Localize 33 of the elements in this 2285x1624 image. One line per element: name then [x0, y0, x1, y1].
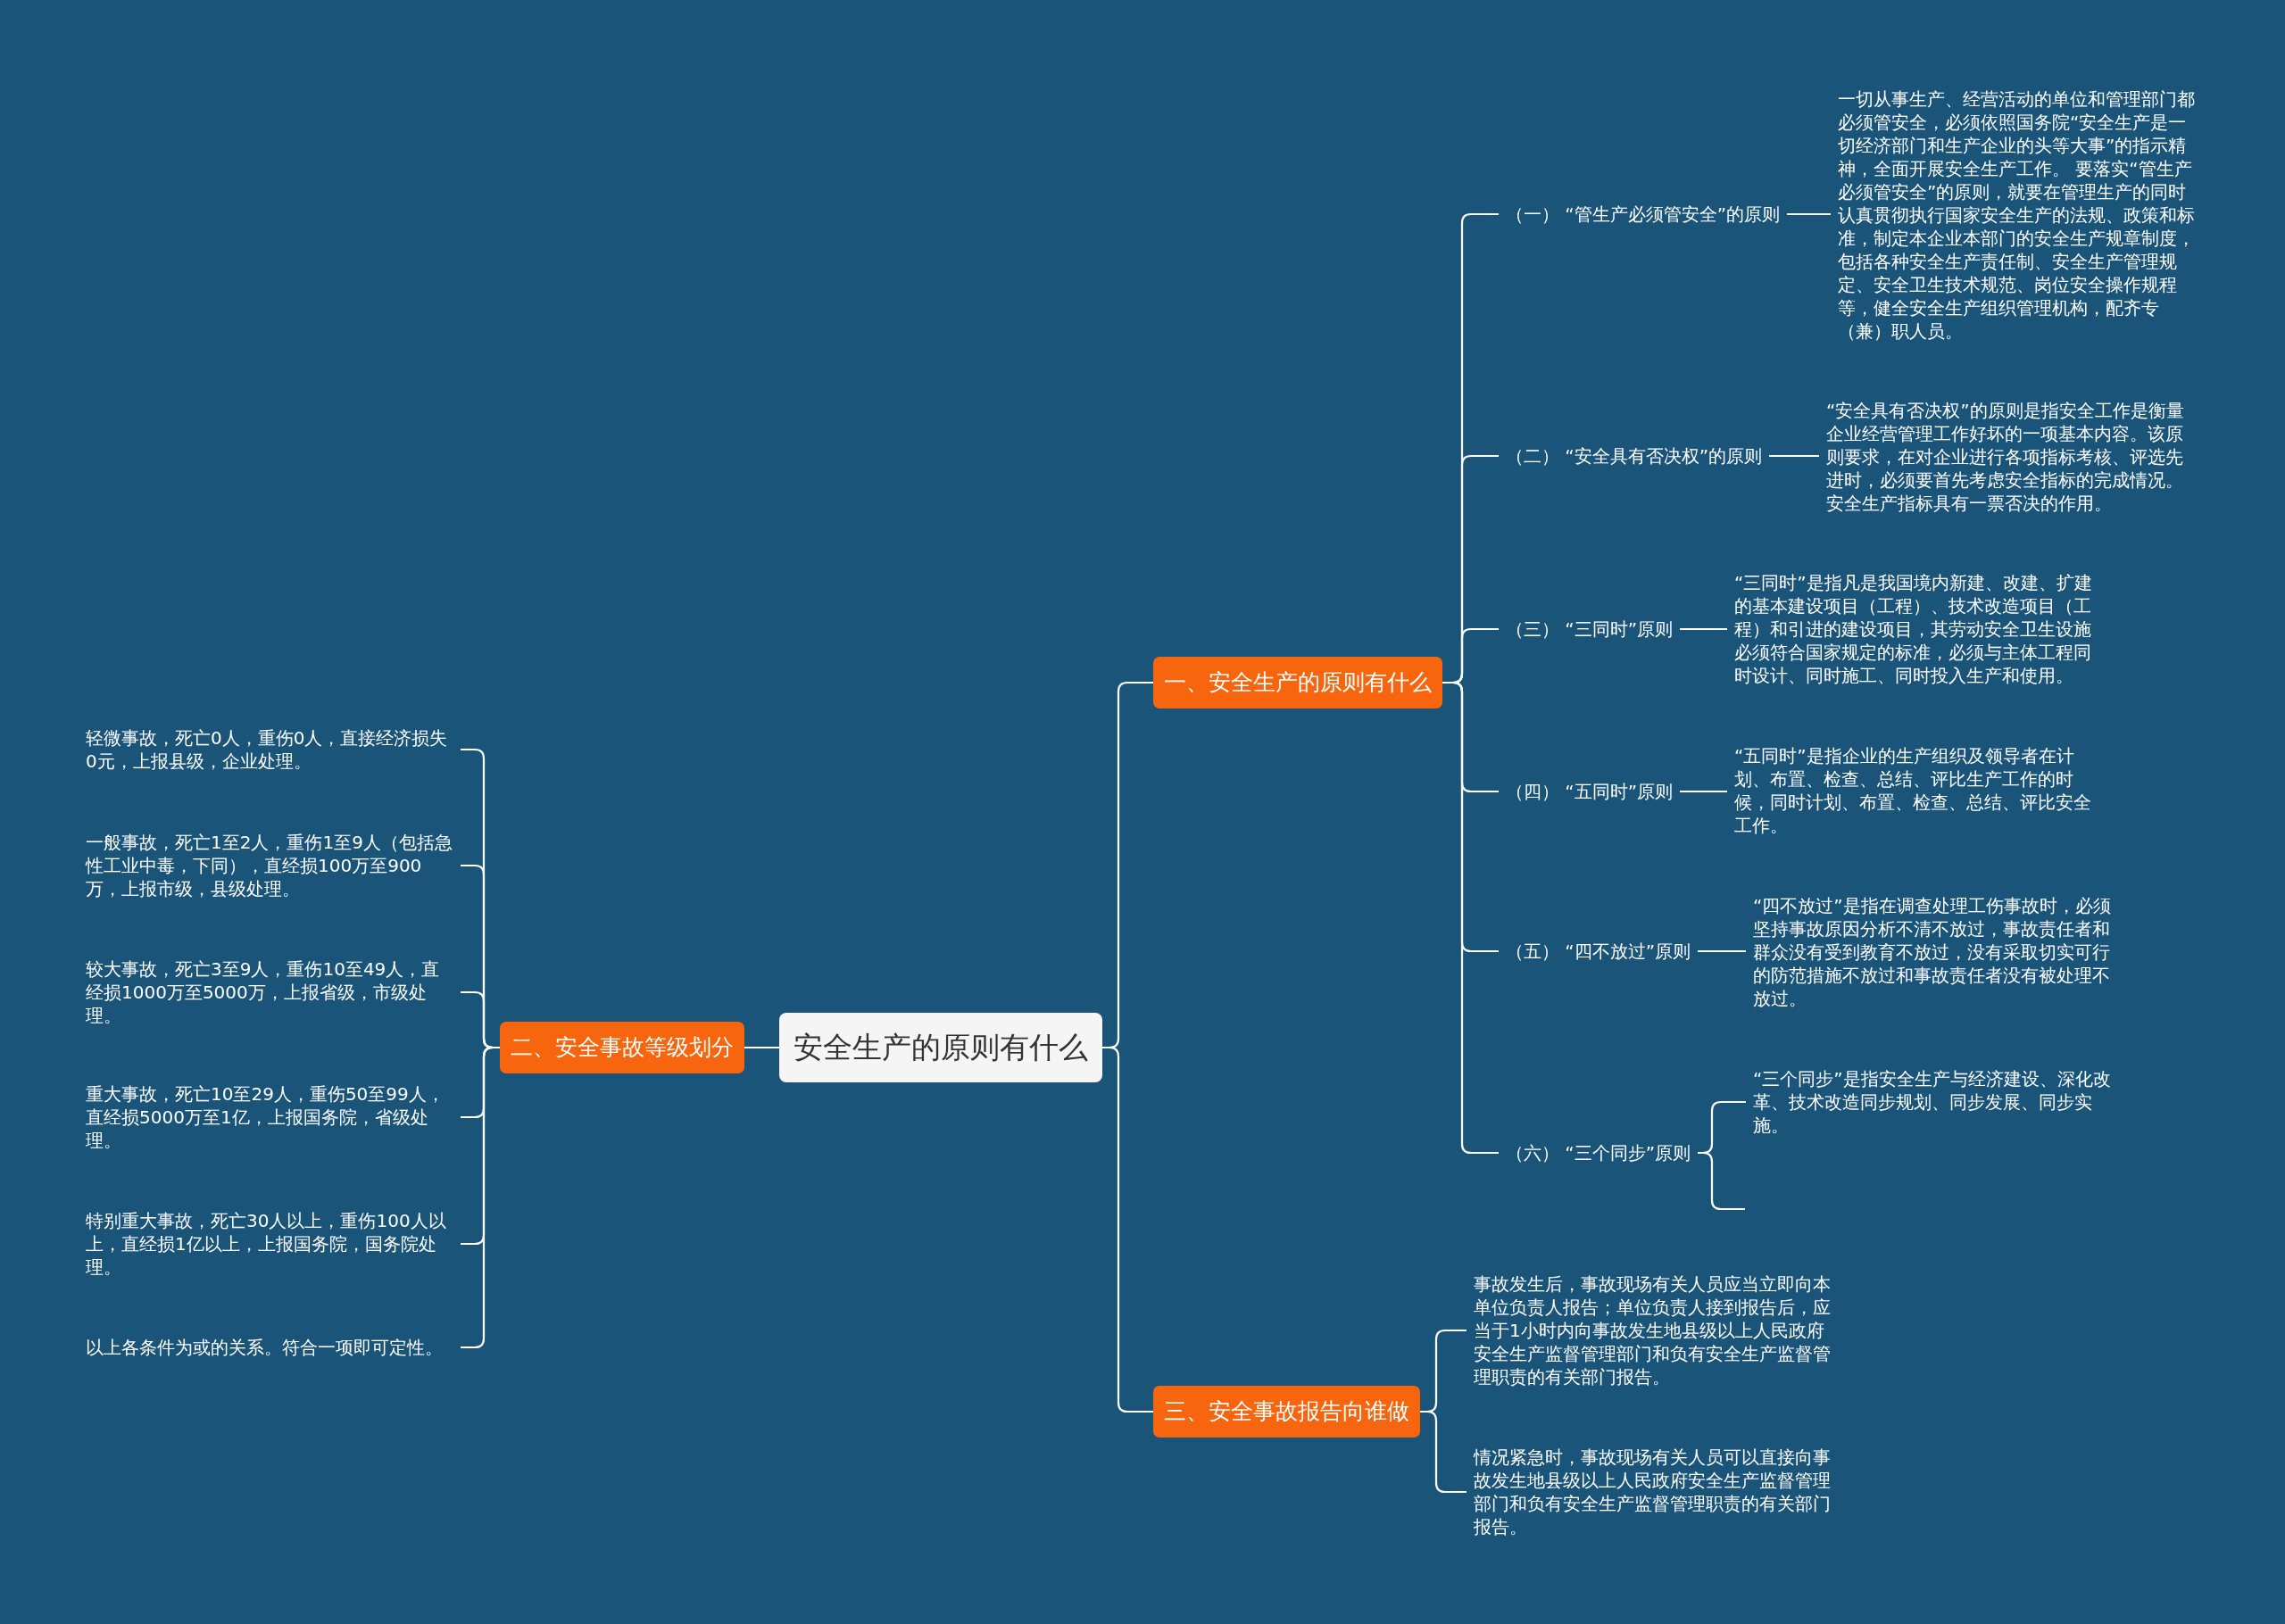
root-topic: 安全生产的原则有什么 — [779, 1013, 1102, 1082]
note-text: “五同时”是指企业的生产组织及领导者在计划、布置、检查、总结、评比生产工作的时候，同时计划、布置、检查、总结、评比安全工作。 — [1734, 744, 2100, 837]
connector-line — [1769, 454, 1819, 458]
subtopic-label: （四） “五同时”原则 — [1506, 779, 1674, 804]
note-text: 重大事故，死亡10至29人，重伤50至99人，直经损5000万至1亿，上报国务院，省级处理。 — [86, 1082, 453, 1152]
subtopic-label: （五） “四不放过”原则 — [1506, 939, 1691, 964]
subtopic-label: （二） “安全具有否决权”的原则 — [1506, 443, 1763, 468]
note-text: 轻微事故，死亡0人，重伤0人，直接经济损失0元，上报县级，企业处理。 — [86, 726, 453, 773]
branch-topic: 二、安全事故等级划分 — [500, 1022, 744, 1073]
connector-line — [1787, 212, 1831, 216]
connector-line — [1102, 1046, 1153, 1413]
note-text: “四不放过”是指在调查处理工伤事故时，必须坚持事故原因分析不清不放过，事故责任者和群众没有受到教育不放过，没有采取切实可行的防范措施不放过和事故责任者没有被处理不放过。 — [1753, 894, 2119, 1010]
connector-line — [1680, 627, 1727, 631]
branch-topic: 一、安全生产的原则有什么 — [1153, 657, 1442, 708]
branch-topic: 三、安全事故报告向谁做 — [1153, 1386, 1420, 1438]
subtopic-label: （六） “三个同步”原则 — [1506, 1140, 1691, 1165]
connector-line — [744, 1046, 779, 1049]
note-text: 特别重大事故，死亡30人以上，重伤100人以上，直经损1亿以上，上报国务院，国务院处理。 — [86, 1209, 453, 1279]
connector-line — [1420, 1410, 1467, 1494]
note-text: 一般事故，死亡1至2人，重伤1至9人（包括急性工业中毒，下同），直经损100万至900万，上报市级，县级处理。 — [86, 831, 453, 900]
connector-line — [1680, 790, 1727, 793]
note-text: 较大事故，死亡3至9人，重伤10至49人，直经损1000万至5000万，上报省级，市级处理。 — [86, 957, 453, 1027]
connector-line — [1698, 1151, 1745, 1211]
note-text: “安全具有否决权”的原则是指安全工作是衡量企业经营管理工作好坏的一项基本内容。该原则要求，在对企业进行各项指标考核、评选先进时，必须要首先考虑安全指标的完成情况。安全生产指标具有一票否决的作用。 — [1826, 399, 2192, 515]
note-text: 一切从事生产、经营活动的单位和管理部门都必须管安全，必须依照国务院“安全生产是一切经济部门和生产企业的头等大事”的指示精神，全面开展安全生产工作。 要落实“管生产必须管安全”的原则，就要在管理生产的同时认真贯彻执行国家安全生产的法规、政策和标准，制定本企业本部门的安全生产规章制度，包括各种安全生产责任制、安全生产管理规定、安全卫生技术规范、岗位安全操作规程等，健全安全生产组织管理机构，配齐专（兼）职人员。 — [1838, 87, 2204, 343]
note-text: “三个同步”是指安全生产与经济建设、深化改革、技术改造同步规划、同步发展、同步实施。 — [1753, 1067, 2119, 1137]
subtopic-label: （一） “管生产必须管安全”的原则 — [1506, 202, 1781, 227]
note-text: 以上各条件为或的关系。符合一项即可定性。 — [86, 1336, 453, 1359]
note-text: 情况紧急时，事故现场有关人员可以直接向事故发生地县级以上人民政府安全生产监督管理部门和负有安全生产监督管理职责的有关部门报告。 — [1474, 1446, 1840, 1538]
connector-line — [1698, 949, 1746, 953]
note-text: 事故发生后，事故现场有关人员应当立即向本单位负责人报告；单位负责人接到报告后，应当于1小时内向事故发生地县级以上人民政府安全生产监督管理部门和负有安全生产监督管理职责的有关部门报告。 — [1474, 1272, 1840, 1388]
note-text: “三同时”是指凡是我国境内新建、改建、扩建的基本建设项目（工程）、技术改造项目（工程）和引进的建设项目，其劳动安全卫生设施必须符合国家规定的标准，必须与主体工程同时设计、同时施工、同时投入生产和使用。 — [1734, 571, 2100, 687]
subtopic-label: （三） “三同时”原则 — [1506, 617, 1674, 642]
